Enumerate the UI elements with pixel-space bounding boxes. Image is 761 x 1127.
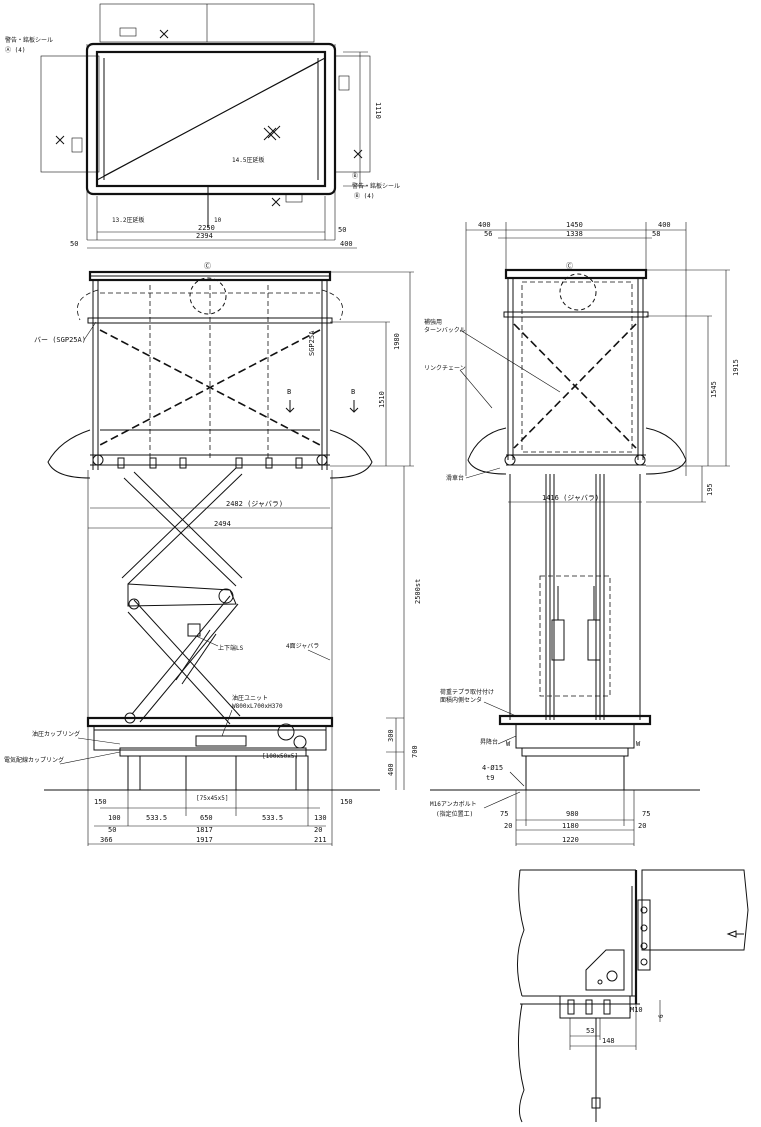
side-base: W W 荷重テプラ取付付け 面積内側センタ 昇降台 4-Ø15 t9 M16アン… — [430, 688, 700, 818]
front-base-dimensions: 300 700 400 150 150 100 533.5 650 533.5 … — [88, 717, 419, 845]
side-base-dimensions: 75 980 75 20 1180 20 1220 — [500, 790, 650, 846]
circle-c-side: Ⓒ — [566, 262, 573, 270]
dim-1338: 1338 — [566, 230, 583, 238]
seal-b-count: Ⓑ (4) — [354, 192, 374, 200]
upper-coupling-label: 油圧カップリング — [32, 730, 80, 738]
side-vertical-dimensions: 1915 1545 195 — [646, 269, 740, 503]
tape-label-2: 面積内側センタ — [440, 696, 482, 704]
dim-1817: 1817 — [196, 826, 213, 834]
dim-2394: 2394 — [196, 232, 213, 240]
tube-100-label: [100x50x5] — [262, 753, 298, 760]
seal-a-count: Ⓐ (4) — [5, 46, 25, 54]
tube-75-label: [75x45x5] — [196, 795, 229, 802]
grating-13-label: 13.2圧延板 — [112, 216, 144, 224]
front-base: 油圧ユニット W800xL700xH370 油圧カップリング 電気配線カップリン… — [4, 694, 380, 802]
limit-switch-label: 上下端LS — [218, 644, 244, 652]
dim-75-right: 75 — [642, 810, 650, 818]
dim-1180: 1180 — [562, 822, 579, 830]
seal-b-circle: Ⓑ — [352, 172, 358, 180]
anchor-label-1: M16アンカボルト — [430, 800, 477, 808]
dim-75-left: 75 — [500, 810, 508, 818]
dim-50-right: 50 — [338, 226, 346, 234]
turnbuckle-label-1: 補強用 — [424, 318, 442, 326]
dim-100: 100 — [108, 814, 121, 822]
m10-label: M10 — [630, 1006, 643, 1014]
dim-211: 211 — [314, 836, 327, 844]
scissor-mechanism: 上下端LS 4面ジャバラ — [121, 467, 331, 725]
dim-2500: 2500st — [414, 579, 422, 604]
dim-400-side-left: 400 — [478, 221, 491, 229]
front-vertical-dimensions: 1980 1510 2500st — [330, 271, 422, 790]
dim-2494: 2494 — [214, 520, 231, 528]
roller-label: 滑車台 — [446, 474, 464, 482]
dim-148: 148 — [602, 1037, 615, 1045]
dim-650: 650 — [200, 814, 213, 822]
side-bellows: 1416 (ジャバラ) — [508, 474, 642, 720]
circle-c-front: Ⓒ — [204, 262, 211, 270]
dim-2250: 2250 — [198, 224, 215, 232]
dim-130: 130 — [314, 814, 327, 822]
width-dimensions: 2250 2394 50 400 50 — [70, 224, 357, 249]
dim-400-right: 400 — [340, 240, 353, 248]
front-elevation: バー (SGP25A) SGP25A Ⓒ B B — [34, 262, 373, 479]
dim-400-side-right: 400 — [658, 221, 671, 229]
grating-14-label: 14.5圧延板 — [232, 156, 264, 164]
dim-150-right: 150 — [340, 798, 353, 806]
bar-label: バー (SGP25A) — [34, 336, 86, 344]
lower-coupling-label: 電気配線カップリング — [4, 756, 64, 764]
seal-a-label: 警告・銘板シール — [5, 36, 53, 44]
dim-50-left: 50 — [70, 240, 78, 248]
link-chain-label: リンクチェーン — [424, 365, 466, 372]
dim-2482: 2482 (ジャバラ) — [226, 500, 283, 508]
top-plan-view: 警告・銘板シール Ⓐ (4) Ⓑ 警告・銘板シール Ⓑ (4) 14.5圧延板 … — [5, 3, 400, 240]
sgp-label: SGP25A — [308, 330, 316, 356]
dim-1416: 1416 (ジャバラ) — [542, 494, 599, 502]
dim-1450: 1450 — [566, 221, 583, 229]
dim-1110: 1110 — [374, 102, 382, 119]
dim-6: 6 — [658, 1014, 665, 1018]
dim-366: 366 — [100, 836, 113, 844]
dim-533-right: 533.5 — [262, 814, 283, 822]
bellows-4-label: 4面ジャバラ — [286, 643, 319, 650]
bolt-label-b: t9 — [486, 774, 494, 782]
dim-20-side-right: 20 — [638, 822, 646, 830]
dim-1220: 1220 — [562, 836, 579, 844]
dim-1917: 1917 — [196, 836, 213, 844]
dim-533-left: 533.5 — [146, 814, 167, 822]
side-elevation: 400 1450 400 56 1338 58 Ⓒ 補強用 ターンバックル リン… — [424, 221, 687, 482]
dim-1980: 1980 — [393, 333, 401, 350]
dim-1545: 1545 — [710, 381, 718, 398]
dim-56: 56 — [484, 230, 492, 238]
dim-10: 10 — [214, 217, 222, 224]
dim-400-base: 400 — [387, 763, 395, 776]
mark-w-left: W — [506, 740, 511, 748]
hyd-unit-size: W800xL700xH370 — [232, 703, 283, 710]
dim-20-side-left: 20 — [504, 822, 512, 830]
mark-b-1: B — [287, 388, 291, 396]
detail-view: 53 148 M10 6 — [516, 869, 749, 1123]
hyd-unit-label: 油圧ユニット — [232, 694, 268, 702]
bellows-dimensions: 2482 (ジャバラ) 2494 — [87, 470, 333, 846]
dim-53: 53 — [586, 1027, 594, 1035]
mark-w-right: W — [636, 740, 641, 748]
dim-20-base: 20 — [314, 826, 322, 834]
dim-1915: 1915 — [732, 359, 740, 376]
dim-50-base: 50 — [108, 826, 116, 834]
dim-195: 195 — [706, 483, 714, 496]
mark-b-2: B — [351, 388, 355, 396]
seal-b-label: 警告・銘板シール — [352, 182, 400, 190]
dim-980: 980 — [566, 810, 579, 818]
dim-300: 300 — [387, 729, 395, 742]
bolt-label-a: 4-Ø15 — [482, 764, 503, 772]
dim-700: 700 — [411, 745, 419, 758]
dim-150-left: 150 — [94, 798, 107, 806]
tape-label-1: 荷重テプラ取付付け — [440, 688, 494, 696]
turnbuckle-label-2: ターンバックル — [424, 326, 466, 334]
dim-1510: 1510 — [378, 391, 386, 408]
anchor-label-2: (指定位置工) — [436, 810, 473, 818]
dim-58: 58 — [652, 230, 660, 238]
frame-label: 昇降台 — [480, 738, 498, 746]
